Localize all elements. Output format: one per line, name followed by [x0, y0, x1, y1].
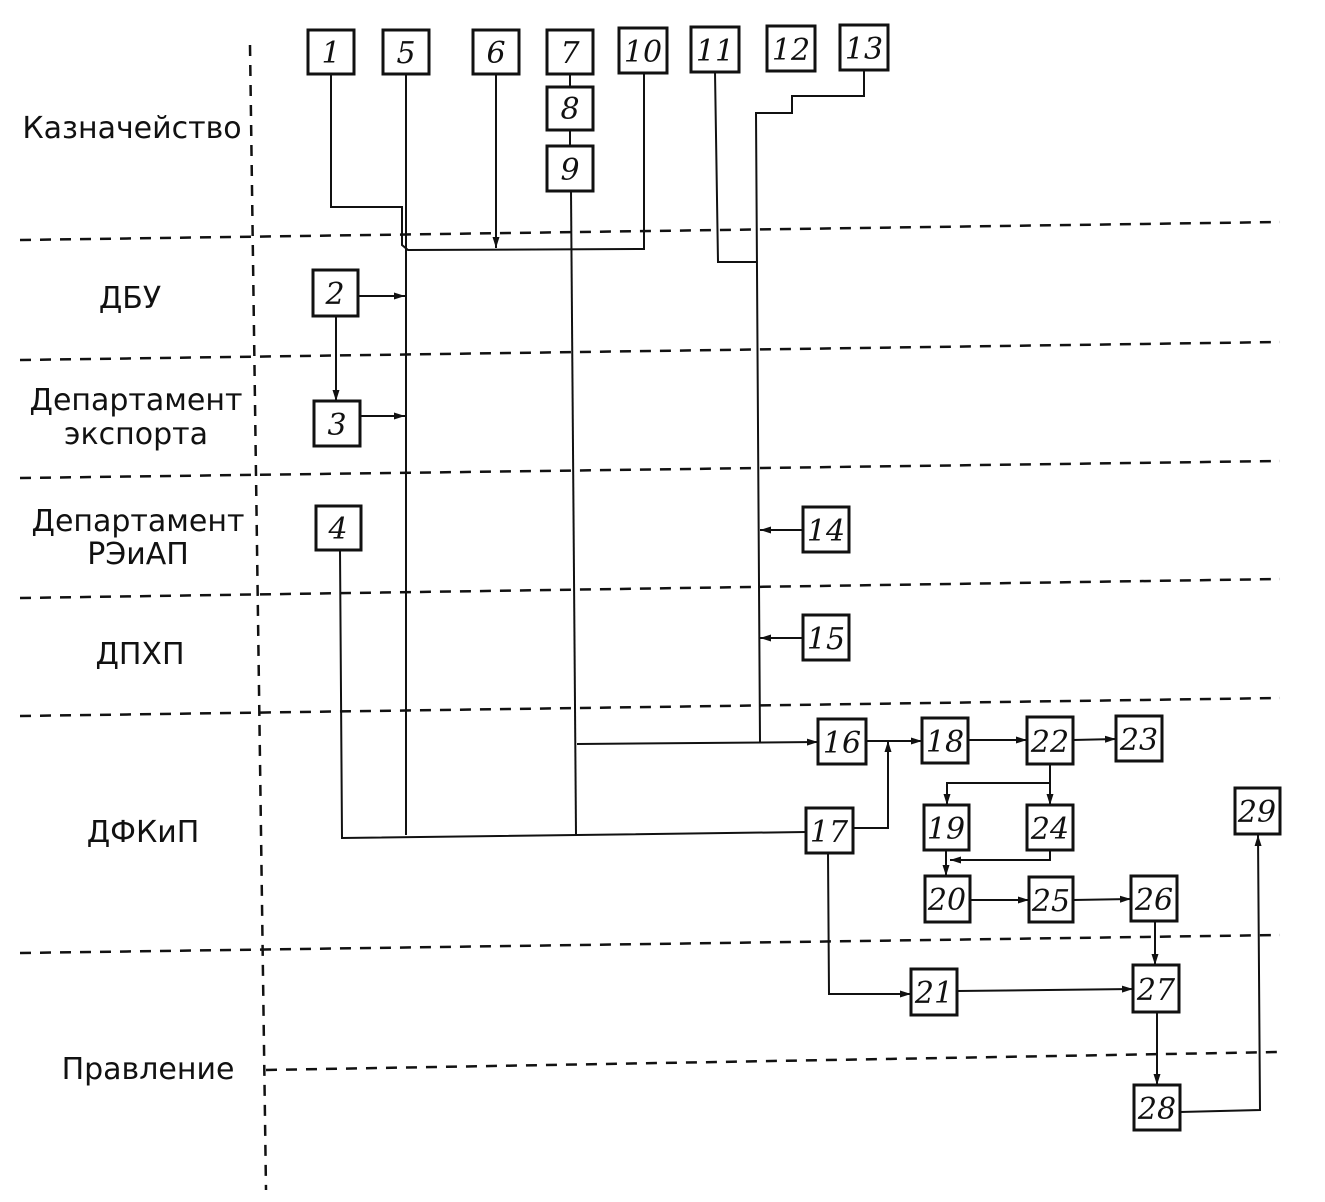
process-box-label: 25: [1031, 884, 1070, 919]
process-box-label: 19: [927, 812, 965, 847]
process-box-label: 1: [321, 36, 340, 71]
connector-25-26: [1072, 895, 1132, 903]
lane-label-board: Правление: [62, 1052, 235, 1087]
connectors: [330, 70, 1262, 1113]
process-box-8[interactable]: 8: [545, 85, 595, 132]
process-box-20[interactable]: 20: [923, 874, 972, 924]
separator-board-inner: [265, 1050, 1281, 1072]
process-box-14[interactable]: 14: [801, 505, 851, 554]
process-box-26[interactable]: 26: [1129, 874, 1179, 923]
process-box-7[interactable]: 7: [545, 28, 595, 76]
process-box-label: 5: [396, 36, 415, 71]
connector-11: [714, 71, 757, 263]
process-box-28[interactable]: 28: [1132, 1083, 1182, 1132]
process-box-22[interactable]: 22: [1025, 715, 1075, 766]
separator-treasury-dbu: [19, 220, 1281, 242]
process-box-label: 4: [327, 512, 347, 547]
connector-12-13: [754, 70, 865, 743]
connector-9-trunk: [570, 190, 577, 836]
process-box-3[interactable]: 3: [312, 399, 362, 448]
separator-reiap-dphp: [19, 577, 1281, 600]
process-box-6[interactable]: 6: [471, 28, 521, 76]
process-box-24[interactable]: 24: [1025, 803, 1075, 852]
process-box-label: 23: [1119, 723, 1158, 758]
process-box-27[interactable]: 27: [1131, 963, 1181, 1014]
separator-dphp-dfkip: [19, 696, 1281, 718]
connector-bus-16: [576, 738, 819, 746]
connector-24-20: [950, 850, 1051, 864]
vertical-lane-divider: [248, 44, 268, 1191]
lane-label-dfkip: ДФКиП: [87, 815, 200, 850]
process-box-19[interactable]: 19: [922, 803, 971, 852]
process-box-label: 11: [696, 34, 734, 69]
process-box-label: 7: [560, 36, 580, 71]
process-box-17[interactable]: 17: [804, 806, 855, 855]
process-box-1[interactable]: 1: [306, 28, 356, 76]
process-box-label: 10: [624, 35, 662, 70]
process-box-12[interactable]: 12: [765, 24, 817, 73]
process-box-label: 3: [327, 408, 346, 443]
process-box-18[interactable]: 18: [920, 716, 970, 765]
separator-dfkip-board: [19, 933, 1281, 955]
process-box-label: 20: [927, 883, 966, 918]
lane-label-dbu: ДБУ: [99, 281, 161, 316]
connector-17-21: [827, 852, 911, 998]
process-box-29[interactable]: 29: [1233, 786, 1282, 836]
process-box-label: 12: [772, 33, 810, 68]
process-box-label: 28: [1137, 1092, 1176, 1127]
process-box-25[interactable]: 25: [1027, 875, 1075, 924]
process-box-label: 6: [486, 36, 505, 71]
process-box-11[interactable]: 11: [689, 25, 741, 74]
process-box-label: 27: [1136, 973, 1176, 1008]
process-box-9[interactable]: 9: [545, 144, 595, 193]
process-box-label: 22: [1030, 725, 1069, 760]
connector-4-17: [339, 549, 807, 840]
process-box-label: 8: [560, 92, 579, 127]
process-box-label: 14: [807, 514, 845, 549]
connector-1: [330, 74, 646, 252]
process-box-21[interactable]: 21: [909, 967, 959, 1017]
process-box-label: 21: [914, 976, 953, 1011]
process-box-13[interactable]: 13: [838, 23, 890, 72]
connector-22-23: [1072, 735, 1117, 743]
process-box-10[interactable]: 10: [617, 26, 669, 75]
process-boxes: 1 5 6 7 8 9 10 11 12 13 2 3 4 14 15 16 1…: [306, 23, 1282, 1132]
lane-separators: [19, 44, 1281, 1191]
connector-21-27: [956, 985, 1134, 993]
separator-export-reiap: [19, 459, 1281, 480]
process-box-label: 26: [1134, 883, 1173, 918]
process-box-label: 18: [926, 725, 964, 760]
process-box-label: 29: [1237, 795, 1276, 830]
connector-22-19: [943, 764, 1051, 805]
process-box-label: 16: [823, 726, 861, 761]
process-box-23[interactable]: 23: [1114, 714, 1164, 763]
process-box-2[interactable]: 2: [311, 268, 360, 318]
lane-label-dphp: ДПХП: [95, 637, 184, 672]
process-box-5[interactable]: 5: [381, 28, 431, 76]
process-box-15[interactable]: 15: [801, 613, 851, 662]
process-box-label: 9: [560, 153, 579, 188]
lane-label-treasury: Казначейство: [22, 111, 241, 146]
process-box-label: 17: [810, 815, 849, 850]
process-box-label: 24: [1030, 812, 1069, 847]
process-box-label: 2: [324, 277, 344, 312]
process-box-4[interactable]: 4: [314, 504, 363, 552]
process-box-label: 15: [807, 622, 845, 657]
process-box-16[interactable]: 16: [816, 717, 868, 766]
process-box-label: 13: [845, 32, 883, 67]
separator-dbu-export: [19, 340, 1281, 362]
connector-17-18: [853, 741, 892, 829]
connector-28-29: [1179, 834, 1262, 1113]
